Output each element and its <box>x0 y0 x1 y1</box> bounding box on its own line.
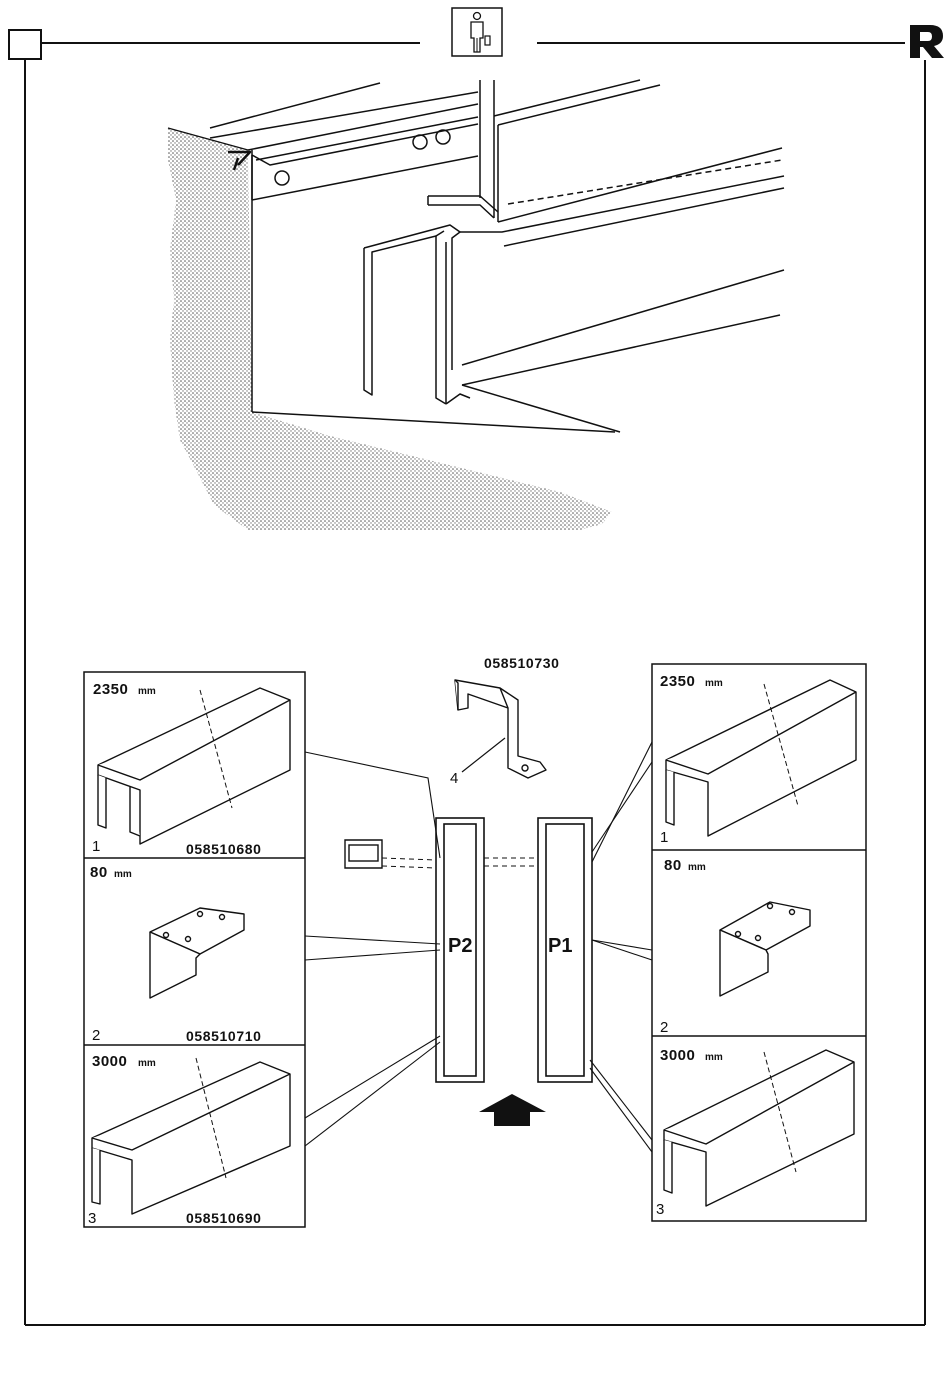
left-parts-panel: 2350 mm 1 058510680 80 mm 2 <box>84 672 440 1227</box>
brand-r-logo-icon <box>910 25 944 58</box>
column-p2-label: P2 <box>448 935 472 957</box>
left-leader-lines <box>305 752 440 1146</box>
left-part-1-unit: mm <box>138 686 156 697</box>
left-part-1-length: 2350 <box>93 681 128 698</box>
column-p1-label: P1 <box>548 935 572 957</box>
right-part-2: 80 mm 2 <box>660 857 810 1036</box>
right-part-1-unit: mm <box>705 678 723 689</box>
center-part-code: 058510730 <box>484 655 559 671</box>
left-part-1: 2350 mm 1 058510680 <box>92 681 290 857</box>
right-part-1-length: 2350 <box>660 673 695 690</box>
right-part-1: 2350 mm 1 <box>660 673 856 846</box>
left-part-3-number: 3 <box>88 1210 96 1227</box>
left-part-3-code: 058510690 <box>186 1210 261 1226</box>
duct-profile-icon <box>98 688 290 844</box>
left-part-2-number: 2 <box>92 1027 100 1044</box>
mounting-bracket-icon <box>150 908 244 998</box>
cable-duct-installation-in-pit <box>168 80 784 530</box>
right-part-1-number: 1 <box>660 829 668 846</box>
left-part-2: 80 mm 2 058510710 <box>90 864 261 1044</box>
right-leader-lines <box>590 742 652 1152</box>
right-parts-panel: 2350 mm 1 80 mm 2 3000 <box>590 664 866 1221</box>
left-part-3: 3000 mm 3 058510690 <box>88 1053 290 1227</box>
left-part-2-code: 058510710 <box>186 1028 261 1044</box>
center-bracket-part: 058510730 4 <box>450 655 559 787</box>
right-part-3: 3000 mm 3 <box>656 1047 854 1218</box>
left-part-3-unit: mm <box>138 1058 156 1069</box>
duct-profile-icon <box>666 680 856 836</box>
left-part-1-code: 058510680 <box>186 841 261 857</box>
direction-arrow-up-icon <box>479 1094 546 1126</box>
duct-profile-icon <box>92 1062 290 1214</box>
right-part-3-unit: mm <box>705 1052 723 1063</box>
center-part-number: 4 <box>450 770 458 787</box>
control-box-icon <box>345 840 382 868</box>
right-part-2-unit: mm <box>688 862 706 873</box>
left-part-2-unit: mm <box>114 869 132 880</box>
right-part-2-number: 2 <box>660 1019 668 1036</box>
mounting-bracket-icon <box>720 902 810 996</box>
right-part-3-number: 3 <box>656 1201 664 1218</box>
right-part-2-length: 80 <box>664 857 682 874</box>
right-part-3-length: 3000 <box>660 1047 695 1064</box>
left-part-1-number: 1 <box>92 838 100 855</box>
left-part-2-length: 80 <box>90 864 108 881</box>
corner-box <box>9 30 41 59</box>
person-with-toolbox-icon <box>452 8 502 56</box>
left-part-3-length: 3000 <box>92 1053 127 1070</box>
duct-profile-icon <box>664 1050 854 1206</box>
